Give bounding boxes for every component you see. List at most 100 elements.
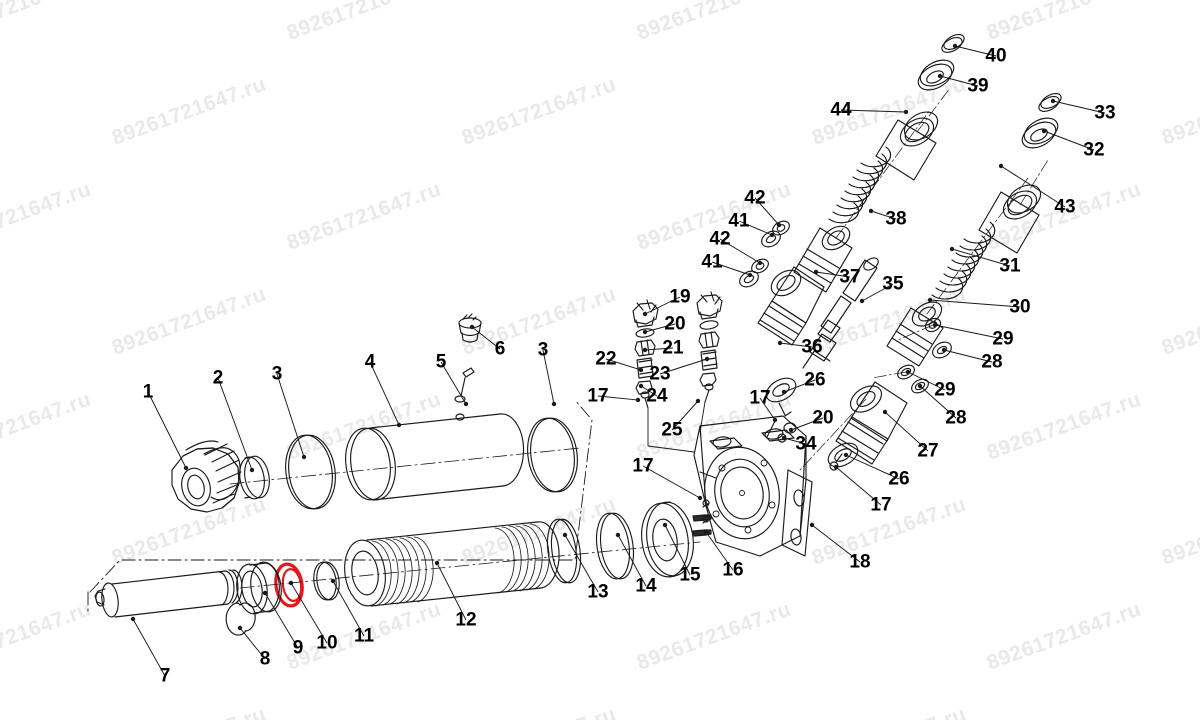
leader-line — [719, 238, 761, 264]
part-number-label-16[interactable]: 16 — [722, 559, 744, 581]
leader-dot — [662, 522, 668, 528]
part-8-snap-ring — [225, 602, 256, 636]
part-number-label-11[interactable]: 11 — [353, 625, 375, 647]
part-number-label-20[interactable]: 20 — [812, 407, 834, 429]
part-number-label-30[interactable]: 30 — [1009, 296, 1031, 318]
part-number-label-29[interactable]: 29 — [992, 328, 1014, 350]
part-number-label-13[interactable]: 13 — [587, 581, 609, 603]
part-number-label-25[interactable]: 25 — [661, 419, 683, 441]
part-number-label-7[interactable]: 7 — [159, 665, 171, 687]
part-43-sleeve-right — [978, 184, 1042, 254]
part-26-seal-lower — [827, 442, 859, 468]
part-number-label-3[interactable]: 3 — [271, 363, 283, 385]
leader-line — [597, 395, 639, 401]
leader-line — [759, 397, 776, 421]
part-19-24-stack-right — [696, 291, 723, 403]
part-number-label-9[interactable]: 9 — [292, 637, 304, 659]
leader-line — [815, 271, 851, 278]
part-29-washer-a — [897, 364, 915, 380]
callout-leader-lines — [132, 45, 1106, 677]
part-19-24-stack-left — [632, 299, 659, 409]
axis-right-assembly — [799, 87, 1049, 471]
leader-line — [640, 385, 658, 397]
part-number-label-12[interactable]: 12 — [455, 609, 477, 631]
part-38-spring-left — [828, 146, 892, 224]
leader-dot — [905, 369, 911, 375]
part-number-label-27[interactable]: 27 — [917, 440, 939, 462]
leader-dot — [843, 452, 849, 458]
part-number-label-44[interactable]: 44 — [830, 99, 852, 121]
part-10-guide-bush — [236, 561, 282, 615]
leader-dot — [183, 465, 189, 471]
part-number-label-23[interactable]: 23 — [649, 363, 671, 385]
part-number-label-43[interactable]: 43 — [1054, 196, 1076, 218]
part-number-label-42[interactable]: 42 — [709, 228, 731, 250]
leader-line — [644, 323, 676, 333]
part-number-label-22[interactable]: 22 — [595, 348, 617, 370]
leader-dot — [777, 340, 783, 346]
part-number-label-31[interactable]: 31 — [999, 255, 1021, 277]
part-36-injector-body — [757, 266, 825, 346]
leader-dot — [615, 532, 621, 538]
leader-line — [644, 296, 681, 315]
leader-line — [738, 220, 773, 236]
part-number-label-41[interactable]: 41 — [701, 251, 723, 273]
part-number-label-21[interactable]: 21 — [662, 337, 684, 359]
part-26-seal-upper — [765, 377, 797, 403]
leader-dot — [859, 298, 865, 304]
part-number-label-17[interactable]: 17 — [587, 385, 609, 407]
part-number-label-5[interactable]: 5 — [435, 351, 447, 373]
part-number-label-17[interactable]: 17 — [870, 494, 892, 516]
part-number-label-24[interactable]: 24 — [646, 385, 668, 407]
part-number-label-40[interactable]: 40 — [985, 45, 1007, 67]
part-number-label-29[interactable]: 29 — [934, 379, 956, 401]
part-number-label-18[interactable]: 18 — [849, 551, 871, 573]
part-number-label-8[interactable]: 8 — [259, 648, 271, 670]
part-number-label-35[interactable]: 35 — [882, 273, 904, 295]
part-number-label-17[interactable]: 17 — [632, 455, 654, 477]
leader-line — [929, 299, 1021, 308]
leader-dot — [809, 522, 815, 528]
leader-dot — [635, 397, 641, 403]
part-number-label-36[interactable]: 36 — [801, 336, 823, 358]
part-number-label-42[interactable]: 42 — [744, 187, 766, 209]
leader-dot — [941, 347, 947, 353]
part-number-label-37[interactable]: 37 — [839, 266, 861, 288]
leader-line — [870, 210, 897, 220]
part-39-shim-washer — [917, 59, 955, 91]
leader-line — [845, 454, 900, 480]
part-number-label-17[interactable]: 17 — [749, 387, 771, 409]
part-number-label-3[interactable]: 3 — [537, 339, 549, 361]
leader-line — [783, 379, 816, 393]
part-number-label-26[interactable]: 26 — [804, 369, 826, 391]
part-number-label-26[interactable]: 26 — [888, 468, 910, 490]
part-number-label-19[interactable]: 19 — [669, 286, 691, 308]
part-number-label-10[interactable]: 10 — [316, 632, 338, 654]
leader-dot — [903, 109, 909, 115]
part-number-label-28[interactable]: 28 — [981, 351, 1003, 373]
part-number-label-39[interactable]: 39 — [967, 75, 989, 97]
part-number-label-41[interactable]: 41 — [728, 210, 750, 232]
leader-dot — [638, 383, 644, 389]
leader-line — [943, 349, 993, 363]
leader-dot — [463, 401, 469, 407]
leader-dot — [469, 324, 475, 330]
leader-line — [147, 391, 187, 469]
leader-line — [440, 361, 467, 405]
leader-line — [276, 373, 305, 458]
part-number-label-20[interactable]: 20 — [664, 313, 686, 335]
part-number-label-32[interactable]: 32 — [1083, 139, 1105, 161]
part-17-small-ball — [829, 453, 843, 471]
leader-dot — [1041, 128, 1047, 134]
part-number-label-28[interactable]: 28 — [945, 407, 967, 429]
part-number-label-15[interactable]: 15 — [679, 564, 701, 586]
part-number-label-6[interactable]: 6 — [494, 338, 506, 360]
part-11-washer — [313, 561, 340, 601]
part-number-label-1[interactable]: 1 — [142, 381, 154, 403]
part-number-label-34[interactable]: 34 — [795, 433, 817, 455]
part-number-label-33[interactable]: 33 — [1094, 102, 1116, 124]
part-number-label-4[interactable]: 4 — [364, 351, 376, 373]
part-number-label-2[interactable]: 2 — [212, 367, 224, 389]
part-number-label-14[interactable]: 14 — [635, 575, 657, 597]
part-number-label-38[interactable]: 38 — [885, 208, 907, 230]
